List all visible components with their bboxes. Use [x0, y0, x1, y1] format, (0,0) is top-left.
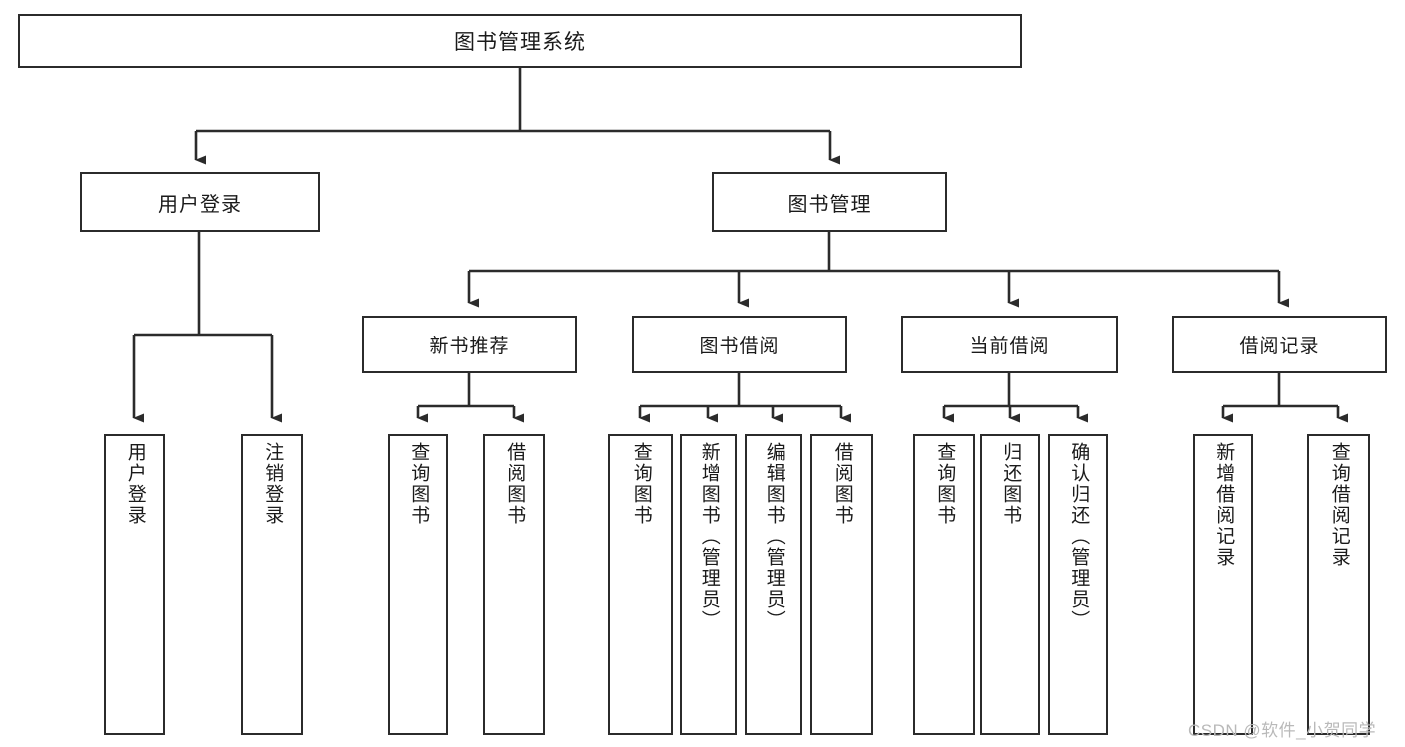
leaf-add-book-admin[interactable]: 新增图书（管理员） — [680, 434, 737, 735]
leaf-query-borrow-record[interactable]: 查询借阅记录 — [1307, 434, 1370, 735]
node-borrow-record[interactable]: 借阅记录 — [1172, 316, 1387, 373]
node-current-borrow[interactable]: 当前借阅 — [901, 316, 1118, 373]
leaf-logout[interactable]: 注销登录 — [241, 434, 303, 735]
node-label: 编辑图书（管理员） — [763, 442, 785, 631]
leaf-return-book[interactable]: 归还图书 — [980, 434, 1040, 735]
node-user-login[interactable]: 用户登录 — [80, 172, 320, 232]
leaf-query-book-borrow[interactable]: 查询图书 — [608, 434, 673, 735]
node-book-management[interactable]: 图书管理 — [712, 172, 947, 232]
leaf-user-login[interactable]: 用户登录 — [104, 434, 165, 735]
node-label: 查询图书 — [408, 442, 430, 526]
node-label: 图书借阅 — [699, 336, 780, 357]
node-label: 新书推荐 — [429, 336, 510, 357]
leaf-borrow-book-recommend[interactable]: 借阅图书 — [483, 434, 545, 735]
node-label: 查询图书 — [934, 442, 956, 526]
node-label: 图书管理系统 — [454, 31, 586, 54]
leaf-confirm-return-admin[interactable]: 确认归还（管理员） — [1048, 434, 1108, 735]
node-label: 查询图书 — [630, 442, 652, 526]
leaf-edit-book-admin[interactable]: 编辑图书（管理员） — [745, 434, 802, 735]
node-label: 新增图书（管理员） — [698, 442, 720, 631]
node-label: 查询借阅记录 — [1328, 442, 1350, 568]
node-label: 借阅图书 — [504, 442, 526, 526]
leaf-borrow-book[interactable]: 借阅图书 — [810, 434, 873, 735]
node-label: 借阅图书 — [831, 442, 853, 526]
leaf-query-book-recommend[interactable]: 查询图书 — [388, 434, 448, 735]
node-label: 归还图书 — [1000, 442, 1022, 526]
node-label: 新增借阅记录 — [1213, 442, 1235, 568]
csdn-watermark: CSDN @软件_小贺同学 — [1188, 721, 1377, 740]
node-label: 用户登录 — [158, 193, 242, 216]
node-label: 确认归还（管理员） — [1068, 442, 1090, 631]
node-new-book-recommend[interactable]: 新书推荐 — [362, 316, 577, 373]
node-book-borrow[interactable]: 图书借阅 — [632, 316, 847, 373]
node-label: 借阅记录 — [1239, 336, 1320, 357]
node-label: 注销登录 — [262, 442, 284, 526]
node-root-book-management-system[interactable]: 图书管理系统 — [18, 14, 1022, 68]
leaf-add-borrow-record[interactable]: 新增借阅记录 — [1193, 434, 1253, 735]
node-label: 用户登录 — [124, 442, 146, 526]
leaf-query-book-current[interactable]: 查询图书 — [913, 434, 975, 735]
node-label: 图书管理 — [787, 193, 872, 216]
node-label: 当前借阅 — [969, 336, 1050, 357]
